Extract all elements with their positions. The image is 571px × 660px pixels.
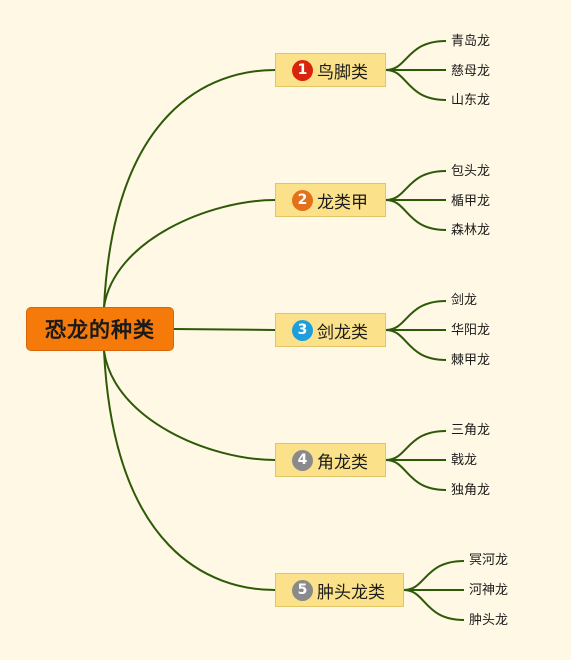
branch-topic-3[interactable]: 3 剑龙类: [275, 313, 386, 347]
leaf-topic-3-3[interactable]: 棘甲龙: [451, 353, 491, 368]
leaf-topic-1-3[interactable]: 山东龙: [451, 93, 491, 108]
number-badge-5: 5: [292, 579, 313, 601]
leaf-topic-5-2[interactable]: 河神龙: [469, 583, 509, 598]
connector-branch-4-leaf-3: [385, 459, 447, 491]
leaf-topic-1-1[interactable]: 青岛龙: [451, 34, 491, 49]
number-badge-2: 2: [292, 189, 313, 211]
leaf-topic-1-2[interactable]: 慈母龙: [451, 64, 491, 79]
branch-label-2: 龙类甲: [317, 192, 368, 213]
branch-label-3: 剑龙类: [317, 322, 368, 343]
branch-label-1: 鸟脚类: [317, 62, 368, 83]
connector-root-to-branch-2: [103, 199, 276, 308]
branch-topic-4[interactable]: 4 角龙类: [275, 443, 386, 477]
connector-branch-1-leaf-3: [385, 69, 447, 101]
leaf-topic-3-2[interactable]: 华阳龙: [451, 323, 491, 338]
root-topic[interactable]: 恐龙的种类: [26, 307, 174, 351]
connector-branch-5-leaf-1: [403, 560, 465, 591]
number-badge-3: 3: [292, 319, 313, 341]
branch-label-5: 肿头龙类: [317, 582, 385, 603]
branch-topic-1[interactable]: 1 鸟脚类: [275, 53, 386, 87]
leaf-topic-5-3[interactable]: 肿头龙: [469, 613, 509, 628]
leaf-topic-5-1[interactable]: 冥河龙: [469, 553, 509, 568]
connector-branch-2-leaf-3: [385, 199, 447, 231]
connector-branch-1-leaf-1: [385, 40, 447, 71]
leaf-topic-4-1[interactable]: 三角龙: [451, 423, 491, 438]
leaf-topic-4-2[interactable]: 戟龙: [451, 453, 478, 468]
number-badge-1: 1: [292, 59, 313, 81]
branch-topic-2[interactable]: 2 龙类甲: [275, 183, 386, 217]
connector-branch-3-leaf-1: [385, 300, 447, 331]
leaf-topic-3-1[interactable]: 剑龙: [451, 293, 478, 308]
leaf-topic-4-3[interactable]: 独角龙: [451, 483, 491, 498]
connector-branch-4-leaf-1: [385, 430, 447, 461]
branch-label-4: 角龙类: [317, 452, 368, 473]
number-badge-4: 4: [292, 449, 313, 471]
connector-root-to-branch-5: [103, 350, 276, 591]
connector-root-to-branch-1: [103, 69, 276, 308]
branch-topic-5[interactable]: 5 肿头龙类: [275, 573, 404, 607]
connector-branch-2-leaf-1: [385, 170, 447, 201]
connector-root-to-branch-4: [103, 350, 276, 461]
connector-root-to-branch-3: [173, 328, 276, 331]
connector-branch-5-leaf-3: [403, 589, 465, 621]
leaf-topic-2-3[interactable]: 森林龙: [451, 223, 491, 238]
connector-branch-3-leaf-3: [385, 329, 447, 361]
leaf-topic-2-2[interactable]: 楯甲龙: [451, 194, 491, 209]
leaf-topic-2-1[interactable]: 包头龙: [451, 164, 491, 179]
